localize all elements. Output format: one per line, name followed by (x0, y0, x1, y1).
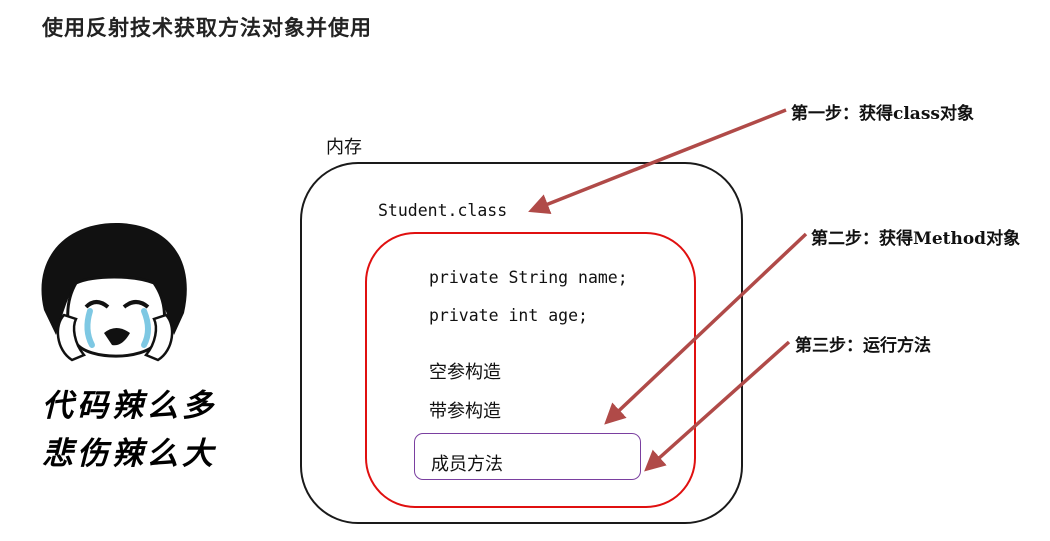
method-label: 成员方法 (431, 454, 503, 475)
constructor-with-arg: 带参构造 (429, 401, 501, 422)
step-1-label: 第一步：获得class对象 (791, 104, 974, 124)
method-box (414, 433, 641, 480)
crying-face-meme-icon (41, 223, 187, 362)
field-name: private String name; (429, 268, 628, 287)
constructor-no-arg: 空参构造 (429, 362, 501, 383)
step-2-arrow (604, 232, 808, 425)
class-label: Student.class (378, 201, 508, 220)
meme-caption-line-2: 悲伤辣么大 (42, 436, 217, 472)
field-age: private int age; (429, 306, 588, 325)
memory-label: 内存 (326, 137, 362, 158)
page-title: 使用反射技术获取方法对象并使用 (42, 15, 372, 40)
step-1-arrow (528, 108, 787, 214)
class-body-box (365, 232, 696, 508)
step-3-arrow (644, 340, 791, 472)
step-2-label: 第二步：获得Method对象 (811, 229, 1021, 249)
memory-box (300, 162, 743, 524)
step-3-label: 第三步：运行方法 (795, 336, 931, 356)
meme-caption-line-1: 代码辣么多 (42, 388, 217, 424)
